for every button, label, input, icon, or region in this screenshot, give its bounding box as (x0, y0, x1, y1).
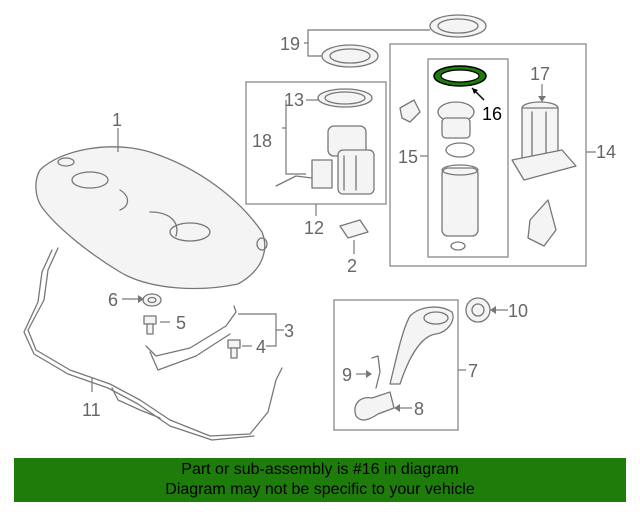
hose-8[interactable] (354, 391, 395, 421)
label-16: 16 (482, 104, 502, 124)
fitment-banner: Part or sub-assembly is #16 in diagram D… (14, 458, 626, 502)
label-7: 7 (468, 361, 478, 381)
label-8: 8 (414, 399, 424, 419)
grommet-6[interactable] (142, 293, 162, 307)
label-4: 4 (256, 337, 266, 357)
fuel-tank-1[interactable] (35, 146, 268, 290)
label-9: 9 (342, 365, 352, 385)
label-1: 1 (112, 110, 122, 130)
label-18: 18 (252, 131, 272, 151)
ring-16-highlighted[interactable] (433, 65, 487, 87)
bolt-4[interactable] (227, 339, 241, 359)
assembly-box-7 (333, 299, 459, 431)
parts-diagram: 19 13 18 12 2 16 15 (23, 14, 616, 441)
banner-line-2: Diagram may not be specific to your vehi… (165, 481, 475, 498)
label-14: 14 (596, 142, 616, 162)
sender-unit[interactable] (527, 199, 557, 247)
label-12: 12 (304, 218, 324, 238)
label-15: 15 (398, 147, 418, 167)
label-11: 11 (82, 400, 101, 420)
filler-neck[interactable] (389, 306, 454, 385)
strap-3[interactable] (145, 305, 237, 371)
pump-housing-17[interactable] (511, 101, 577, 181)
bolt-5[interactable] (143, 315, 157, 335)
filter-module-15[interactable] (437, 101, 479, 251)
label-19: 19 (280, 34, 300, 54)
label-13: 13 (284, 90, 304, 110)
assembly-box-14 (389, 43, 587, 267)
label-10: 10 (508, 301, 528, 321)
banner-line-1: Part or sub-assembly is #16 in diagram (181, 461, 459, 478)
label-3: 3 (284, 321, 294, 341)
label-17: 17 (530, 64, 550, 84)
pad-2[interactable] (339, 219, 369, 239)
fuel-lines-11[interactable] (23, 247, 283, 441)
seal-ring-19[interactable] (321, 14, 487, 68)
label-5: 5 (176, 313, 186, 333)
assembly-box-15 (427, 58, 509, 258)
bracket-clip[interactable] (399, 99, 421, 123)
label-6: 6 (108, 290, 118, 310)
label-2: 2 (347, 256, 357, 276)
fuel-cap-10[interactable] (465, 297, 491, 323)
pump-unit-18[interactable] (275, 125, 375, 195)
clamp-9[interactable] (371, 355, 381, 389)
ring-13[interactable] (317, 88, 373, 108)
